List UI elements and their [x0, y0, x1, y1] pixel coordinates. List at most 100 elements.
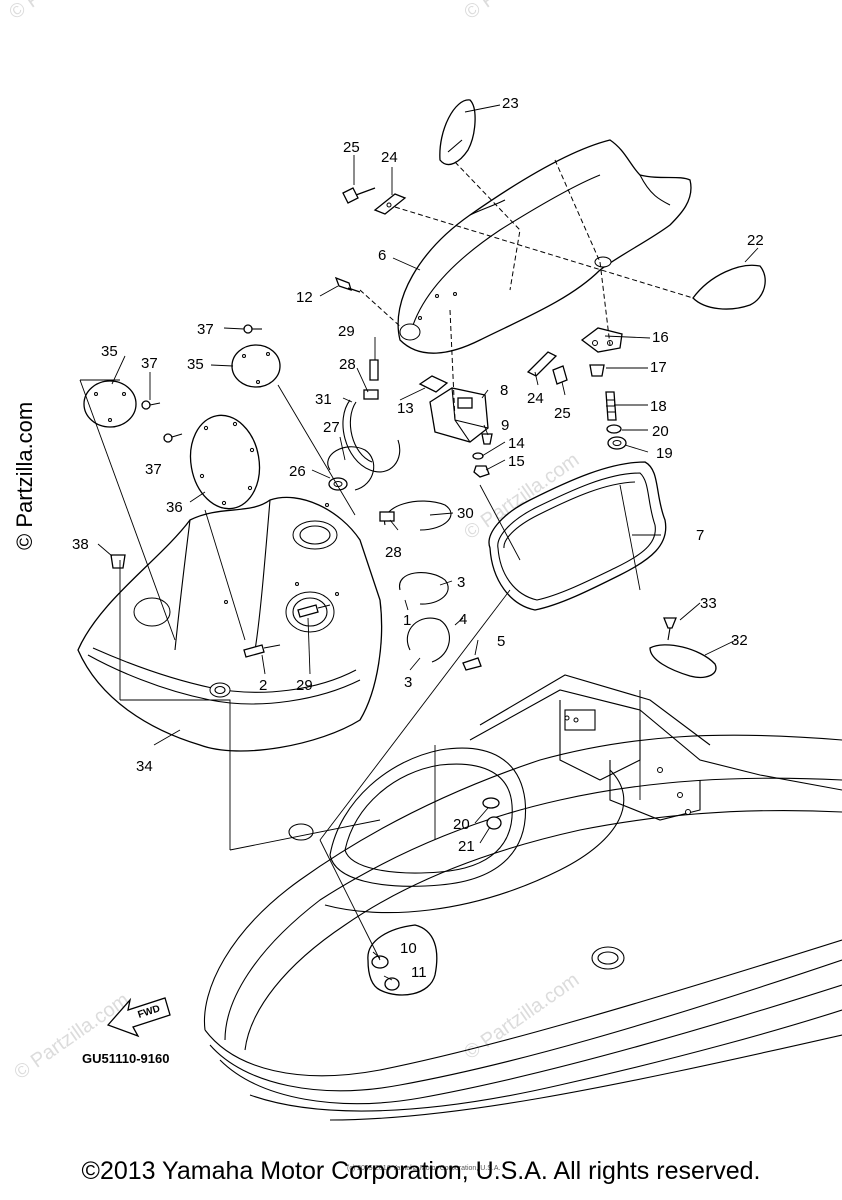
callout-leaders [97, 104, 759, 981]
callout: 37 [141, 355, 158, 372]
callout: 34 [136, 758, 153, 775]
clip-28-lower [379, 511, 395, 522]
clip-28-top [363, 389, 379, 400]
callout: 25 [554, 405, 571, 422]
hull [203, 674, 842, 1121]
callout: 3 [404, 674, 412, 691]
bolt-25-lower [552, 365, 568, 385]
cover-36 [189, 414, 261, 510]
washer-20-top [606, 424, 622, 434]
callout: 35 [101, 343, 118, 360]
callout: 7 [696, 527, 704, 544]
callout: 22 [747, 232, 764, 249]
callout-numbers: 1 2 3 3 4 5 6 7 8 9 10 11 12 13 14 15 16… [72, 95, 764, 981]
callout: 20 [652, 423, 669, 440]
callout: 1 [403, 612, 411, 629]
plate-32 [649, 644, 717, 679]
mount-plate-10-11 [367, 924, 438, 996]
callout: 28 [339, 356, 356, 373]
grommet-19 [607, 436, 627, 450]
cap-38 [110, 554, 126, 569]
callout: 29 [296, 677, 313, 694]
callout: 24 [527, 390, 544, 407]
copyright-notice: ©2013 Yamaha Motor Corporation, U.S.A. A… [81, 1157, 761, 1185]
callout: 33 [700, 595, 717, 612]
svg-text:© Partzilla.com: © Partzilla.com [5, 0, 128, 24]
callout: 19 [656, 445, 673, 462]
callout: 32 [731, 632, 748, 649]
svg-text:© Partzilla.com: © Partzilla.com [460, 969, 583, 1064]
callout: 11 [411, 964, 427, 981]
forward-arrow-icon: FWD [106, 997, 171, 1038]
callout: 4 [459, 611, 467, 628]
fine-print: (c) 2005-2016 Yamaha Motor Corporation, … [347, 1165, 500, 1172]
strap-31 [342, 399, 401, 473]
callout: 16 [652, 329, 669, 346]
callout: 12 [296, 289, 313, 306]
strap-27 [327, 446, 375, 491]
callout: 26 [289, 463, 306, 480]
callout: 24 [381, 149, 398, 166]
callout: 37 [145, 461, 162, 478]
callout: 8 [500, 382, 508, 399]
pad-part-23 [439, 99, 476, 166]
hatch-seal-7 [488, 461, 667, 611]
callout: 30 [457, 505, 474, 522]
clip-13 [418, 375, 449, 393]
screw-37-b [141, 400, 161, 410]
screw-9 [481, 433, 493, 445]
stud-18 [605, 391, 617, 421]
lid-35-right [231, 344, 281, 388]
screw-37-a [243, 324, 262, 334]
rivet-29-top [369, 359, 379, 381]
callout: 9 [501, 417, 509, 434]
strap-3-upper [399, 572, 449, 605]
rivet-12 [334, 276, 361, 293]
callout: 35 [187, 356, 204, 373]
callout: 25 [343, 139, 360, 156]
callout: 20 [453, 816, 470, 833]
storage-bin-34 [77, 496, 383, 752]
callout: 6 [378, 247, 386, 264]
pad-part-22 [692, 264, 766, 310]
callout: 5 [497, 633, 505, 650]
callout: 15 [508, 453, 525, 470]
bolt-25-top [342, 187, 376, 204]
callout: 23 [502, 95, 519, 112]
callout: 14 [508, 435, 525, 452]
callout: 29 [338, 323, 355, 340]
washer-20-lower [482, 797, 500, 809]
callout: 28 [385, 544, 402, 561]
bracket-24-lower [526, 351, 558, 377]
screw-37-c [163, 433, 183, 443]
callout: 27 [323, 419, 340, 436]
callout: 13 [397, 400, 414, 417]
callout: 3 [457, 574, 465, 591]
partzilla-watermark: © Partzilla.com [12, 402, 37, 550]
rivet-5 [462, 657, 482, 671]
nut-21 [486, 816, 502, 830]
grommet-26 [328, 477, 348, 491]
bolt-17 [589, 364, 605, 377]
nut-15 [473, 465, 490, 478]
callout: 36 [166, 499, 183, 516]
reference-lines [79, 159, 694, 961]
callout: 21 [458, 838, 475, 855]
bracket-24-top [373, 193, 407, 215]
svg-text:© Partzilla.com: © Partzilla.com [10, 989, 133, 1084]
washer-14 [472, 452, 484, 460]
lid-35-left [83, 380, 137, 428]
svg-text:© Partzilla.com: © Partzilla.com [460, 0, 583, 24]
latch-assembly-8 [429, 387, 489, 443]
callout: 17 [650, 359, 667, 376]
screw-33 [663, 617, 677, 641]
hatch-cover [397, 139, 692, 354]
callout: 18 [650, 398, 667, 415]
strap-30 [384, 500, 452, 531]
diagram-code: GU51110-9160 [82, 1051, 169, 1066]
rivet-2 [243, 644, 281, 658]
hinge-bracket-16 [580, 327, 623, 353]
callout: 10 [400, 940, 417, 957]
callout: 2 [259, 677, 267, 694]
